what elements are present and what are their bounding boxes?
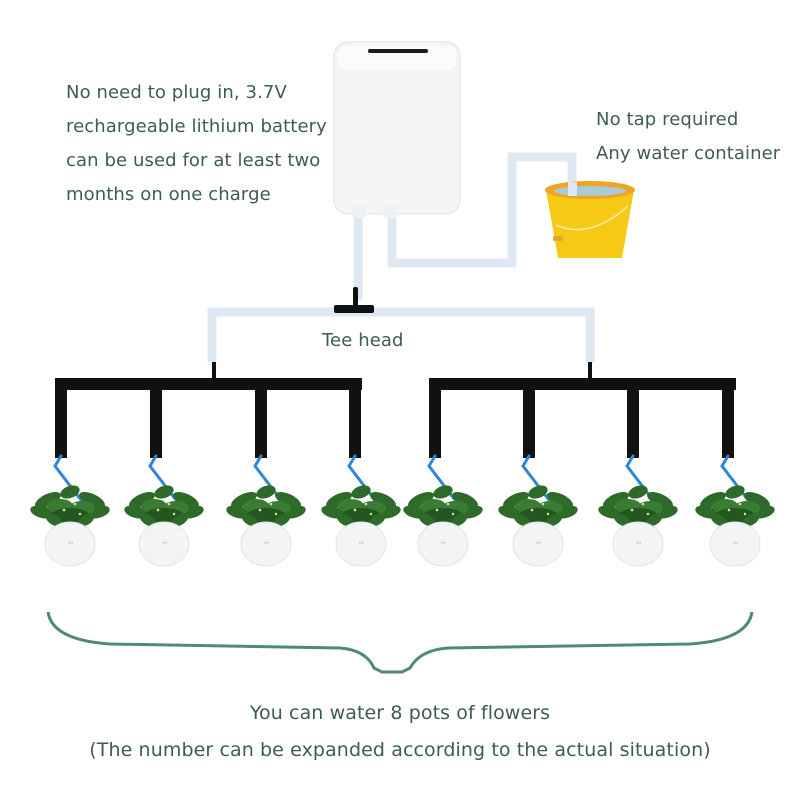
battery-note-line-3: can be used for at least two bbox=[66, 150, 321, 171]
manifold-right bbox=[429, 362, 736, 458]
bucket bbox=[545, 181, 635, 258]
water-source-line-2: Any water container bbox=[596, 143, 781, 164]
potted-plant-6 bbox=[496, 482, 580, 567]
manifold-left bbox=[55, 362, 362, 458]
pump-unit bbox=[333, 41, 461, 218]
potted-plant-1 bbox=[28, 482, 112, 567]
summary-line-1: You can water 8 pots of flowers bbox=[249, 702, 551, 724]
water-source-note: No tap required Any water container bbox=[596, 103, 780, 171]
water-source-line-1: No tap required bbox=[596, 109, 739, 130]
potted-plant-8 bbox=[693, 482, 777, 567]
potted-plant-4 bbox=[319, 482, 403, 567]
pump-slot bbox=[368, 49, 428, 53]
summary-line-2: (The number can be expanded according to… bbox=[89, 739, 711, 761]
potted-plant-7 bbox=[596, 482, 680, 567]
battery-note: No need to plug in, 3.7V rechargeable li… bbox=[66, 76, 327, 212]
battery-note-line-4: months on one charge bbox=[66, 184, 271, 205]
grouping-bracket bbox=[46, 611, 754, 674]
potted-plant-5 bbox=[401, 482, 485, 567]
light-tubing bbox=[207, 152, 595, 362]
potted-plant-3 bbox=[224, 482, 308, 567]
battery-note-line-1: No need to plug in, 3.7V bbox=[66, 82, 287, 103]
tee-head bbox=[334, 287, 374, 313]
tee-head-label: Tee head bbox=[322, 330, 404, 351]
battery-note-line-2: rechargeable lithium battery bbox=[66, 116, 327, 137]
potted-plant-2 bbox=[122, 482, 206, 567]
